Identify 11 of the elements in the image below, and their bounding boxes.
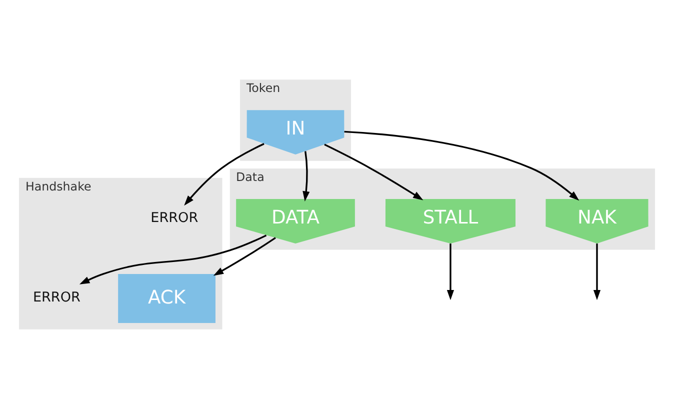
node-box: ACK	[118, 274, 216, 324]
node-text: ERROR	[32, 290, 80, 306]
arrow	[79, 234, 267, 284]
arrow	[213, 237, 276, 276]
node-text: ERROR	[150, 210, 198, 226]
arrow	[446, 244, 454, 300]
arrow	[302, 151, 310, 202]
arrow	[593, 244, 601, 300]
arrow	[344, 130, 580, 201]
arrow	[184, 143, 264, 206]
arrow	[324, 144, 424, 200]
